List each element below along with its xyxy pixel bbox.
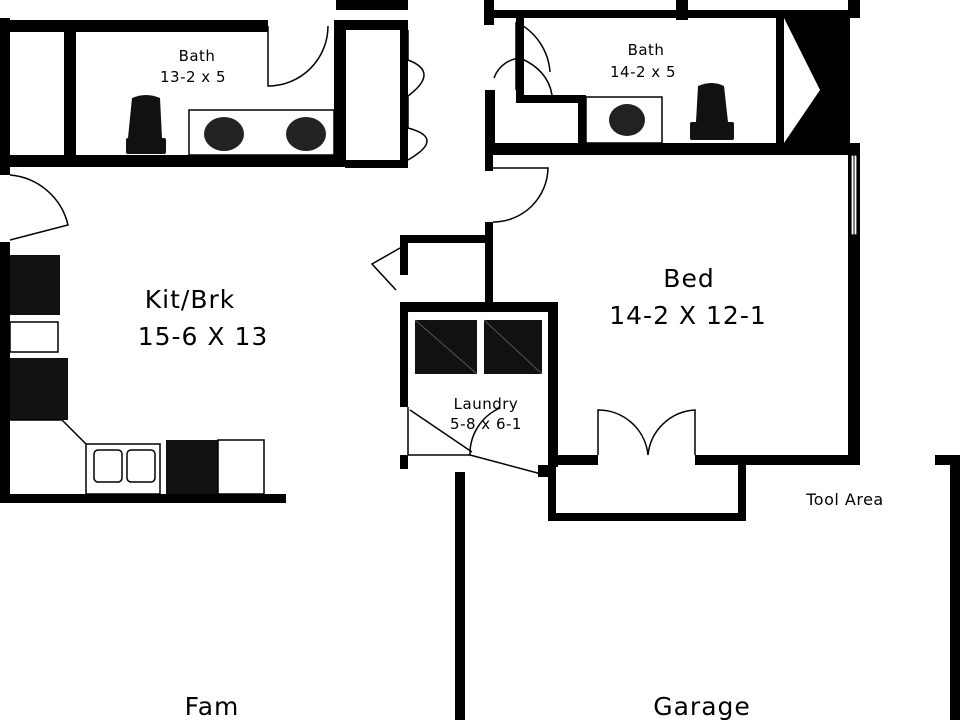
bath-right-north-post [676, 0, 688, 20]
fixtures [9, 83, 734, 501]
garage-north-stub [538, 465, 556, 477]
bath-right-inner-wall [516, 18, 524, 100]
garage-east-wall [950, 461, 960, 720]
bath-right-size: 14-2 x 5 [610, 63, 676, 81]
kitchen-dishwasher [166, 440, 218, 494]
kitchen-size: 15-6 X 13 [138, 322, 269, 351]
bed-closet-double-doors [597, 409, 696, 456]
laundry-hall-door [370, 247, 401, 291]
family-name: Fam [185, 692, 240, 720]
garage-name: Garage [653, 692, 751, 720]
kitchen-sink-bowl-2 [126, 449, 156, 483]
bath-right-north-wall-b [688, 10, 850, 18]
kitchen-counter-angle [10, 419, 87, 445]
kitchen-oven [10, 358, 68, 420]
kitchen-counter-b [217, 439, 265, 495]
bath-right-toilet [690, 83, 734, 140]
bed-west-wall-upper [485, 222, 493, 312]
kitchen-fridge [10, 255, 60, 315]
closet-south-wall [345, 160, 407, 168]
bath-left-toilet [126, 95, 166, 154]
bed-size: 14-2 X 12-1 [609, 301, 767, 330]
bath-left-size: 13-2 x 5 [160, 68, 226, 86]
kitchen-sink-bowl-1 [93, 449, 123, 483]
washer-diagonal [414, 319, 478, 375]
tool-area-name: Tool Area [805, 490, 883, 509]
garage-west-wall [455, 472, 465, 720]
bath-right-west-wall [485, 90, 495, 155]
bath-right-east-wall [776, 10, 784, 145]
bed-west-wall-lower [548, 302, 558, 467]
bath-right-south-wall [485, 143, 860, 155]
laundry-door-frame [407, 407, 470, 456]
bath-left-north-wall [10, 20, 268, 32]
bed-south-wall-b [695, 455, 860, 465]
bed-door-swing [492, 167, 549, 223]
laundry-north-hall-wall [400, 235, 490, 243]
bath-right-sink [609, 104, 645, 136]
top-stub [336, 0, 408, 10]
kitchen-nw-stub [0, 163, 10, 175]
closet-north-wall [346, 20, 406, 30]
kitchen-counter-edge [0, 494, 286, 503]
kitchen-west-door-swing [9, 174, 69, 241]
west-wall-upper [0, 18, 10, 163]
bath-right-door-leaf [519, 57, 553, 96]
kitchen-west-wall [0, 242, 10, 502]
bath-left-sink-2 [286, 117, 326, 151]
hall-east-stub [484, 0, 494, 25]
garage-ne-corner [935, 455, 960, 465]
closet-west-wall [548, 465, 556, 521]
north-east-post [848, 0, 860, 18]
bath-left-name: Bath [179, 47, 216, 65]
laundry-north-wall [400, 302, 558, 312]
bath-left-west-wall [64, 20, 76, 165]
bath-right-door-swing [515, 21, 551, 90]
bath-left-sink-1 [204, 117, 244, 151]
laundry-door-swings [409, 407, 546, 476]
kitchen-name: Kit/Brk [145, 285, 235, 314]
bed-west-wall-top [485, 143, 493, 171]
laundry-name: Laundry [454, 395, 519, 413]
windows [850, 154, 858, 236]
bath-left-south-wall [10, 155, 345, 167]
kitchen-counter-a [9, 321, 59, 353]
bath-right-ledge [516, 95, 586, 103]
laundry-size: 5-8 x 6-1 [450, 415, 522, 433]
doors [9, 21, 696, 476]
bath-right-ledge-drop [578, 95, 586, 150]
bath-right-north-wall-a [494, 10, 676, 18]
laundry-west-wall [400, 302, 408, 407]
closet-bifold-doors [407, 30, 428, 161]
bath-right-chase [784, 18, 850, 143]
bath-left-east-wall [334, 20, 346, 165]
dryer-diagonal [483, 319, 543, 375]
closet-east-wall [400, 20, 408, 168]
bed-name: Bed [663, 264, 714, 293]
bath-right-name: Bath [628, 41, 665, 59]
laundry-hall-jamb [400, 235, 408, 275]
closet-south [548, 513, 746, 521]
closet-east-wall [738, 455, 746, 521]
room-labels: Bath 13-2 x 5 Bath 14-2 x 5 Kit/Brk 15-6… [138, 41, 884, 720]
bath-left-door-swing [267, 25, 329, 87]
laundry-west-stub [400, 455, 408, 469]
bed-south-wall-a [548, 455, 598, 465]
